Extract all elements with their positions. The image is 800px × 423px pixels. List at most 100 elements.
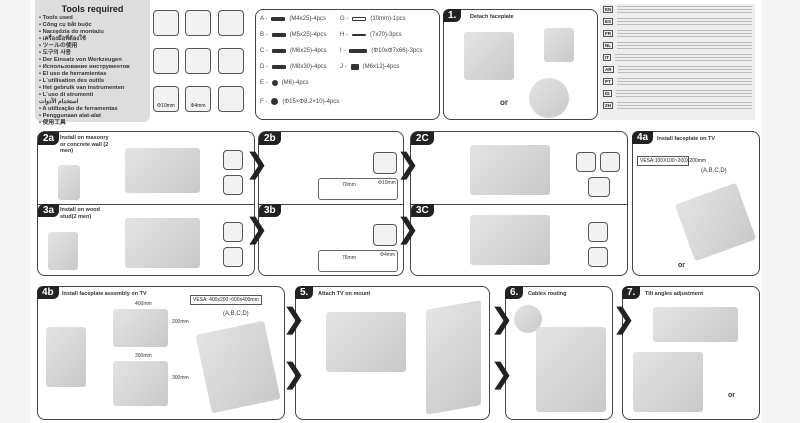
power-drill-icon [373,224,397,246]
step-number: 3a [38,204,60,217]
language-code: IT [603,54,611,61]
dimension-label: 400mm [135,301,152,307]
step-title: Install faceplate assembly on TV [62,291,147,297]
next-arrow-icon: ❯ [245,147,269,180]
mount-illustration [470,145,550,195]
tool-line: • ツールの使用 [39,43,78,49]
step-number: 3C [411,204,434,217]
language-code: AR [603,66,614,73]
language-code: FR [603,30,613,37]
level-icon [153,10,179,36]
drill-bit-label: Φ4mm [190,103,206,109]
drill-bit-label: Φ10mm [378,180,396,186]
step-number: 2a [38,132,60,145]
step-6-panel: 6. Cables routing [505,286,613,420]
dimension-label: 300mm [135,353,152,359]
language-code: EN [603,6,614,13]
tilt-illustration [653,307,738,342]
step-number: 7. [622,286,641,299]
drill-bit-label: Φ4mm [380,252,396,258]
power-drill-icon [218,86,244,112]
screw-parts-label: (A,B,C,D) [223,311,249,317]
step-number: 6. [505,286,524,299]
tool-line: • L`utilisation des outils [39,78,105,84]
tv-back-illustration [195,320,281,414]
tool-line: • Narzędzia do montażu [39,29,104,35]
or-label: or [728,392,735,399]
step-number: 3b [259,204,281,217]
tool-line: • A utilização de ferramentas [39,106,118,112]
language-code: NL [603,42,613,49]
language-code: ZH [603,102,613,109]
part-f: F -(Φ15×Φ8.2×10)-4pcs [260,98,340,105]
tool-line: • El uso de herramientas [39,71,107,77]
step-title: Attach TV on mount [318,291,371,297]
next-arrow-icon: ❯ [612,302,636,335]
part-a: A -(M4x25)-4pcs [260,16,327,22]
next-arrow-icon: ❯ [396,212,420,245]
part-i: I -(Φ10xΦ7x66)-3pcs [340,48,423,54]
next-arrow-icon: ❯ [245,212,269,245]
tool-line: • Công cụ bắt buộc [39,22,92,28]
step-4b-panel: 4b Install faceplate assembly on TV 400m… [37,286,285,420]
step-number: 2C [411,132,434,145]
brick-wall-icon [58,165,80,200]
pencil-icon [223,222,243,242]
wrench-icon [218,10,244,36]
screw-icon [600,152,620,172]
socket-wrench-icon [576,152,596,172]
step-1-panel: 1. Detach faceplate or [443,9,598,120]
next-arrow-icon: ❯ [490,357,514,390]
step-number: 2b [259,132,281,145]
drill-depth-label: 70mm [342,182,356,188]
bolt-icon [588,177,610,197]
language-notice-panel: EN ES FR NL IT AR PT ID ZH [600,4,755,120]
pencil-icon [223,150,243,170]
step-title: Cables routing [528,291,567,297]
next-arrow-icon: ❯ [282,357,306,390]
vesa-label: VESA:100X100~200X200mm [637,156,706,166]
part-e: E -(M6)-4pcs [260,80,309,86]
mount-illustration [125,148,200,193]
tv-illustration [426,300,481,415]
step-number: 1. [443,9,462,22]
tool-line: • Der Einsatz von Werkzeugen [39,57,122,63]
language-code: ID [603,90,612,97]
detail-circle-illustration [529,78,569,118]
wood-stud-icon [48,232,78,270]
step-5-panel: 5. Attach TV on mount [295,286,490,420]
step-4a-panel: 4a Install faceplate on TV VESA:100X100~… [632,131,760,276]
faceplate-illustration [544,28,574,62]
screw-icon [588,247,608,267]
bolt-icon [223,247,243,267]
step-title: Install faceplate on TV [657,136,716,142]
part-g: G -(10mm)-1pcs [340,16,406,22]
step-number: 4b [37,286,59,299]
mount-illustration [125,218,200,268]
next-arrow-icon: ❯ [282,302,306,335]
socket-wrench-icon [218,48,244,74]
parts-list: A -(M4x25)-4pcs B -(M5x25)-4pcs C -(M6x2… [255,9,440,120]
drill-bit-10mm-icon: Φ10mm [153,86,179,112]
step-title: Tilt angles adjustment [645,291,703,297]
faceplate-illustration [113,361,168,406]
tool-line: • Penggunaan alat-alat [39,113,101,119]
vesa-label: VESA: 400x200~600x400mm [190,295,262,305]
tools-required-panel: Tools required • Tools used • Công cụ bắ… [35,0,150,126]
tool-line: • L`uso di strumenti [39,92,94,98]
dimension-label: 300mm [172,375,189,381]
screw-parts-label: (A,B,C,D) [701,168,727,174]
tv-back-illustration [674,182,757,262]
part-c: C -(M6x25)-4pcs [260,48,327,54]
next-arrow-icon: ❯ [396,147,420,180]
language-code: ES [603,18,614,25]
mount-illustration [470,215,550,265]
bolt-icon [223,175,243,195]
part-j: J -(M6x12)-4pcs [340,64,400,70]
tools-title: Tools required [61,4,124,14]
step-number: 4a [632,131,654,144]
mount-arm-illustration [464,32,514,80]
tool-line: • เครื่องมือที่ต้องใช้ [39,36,86,42]
cable-routing-illustration [536,327,606,412]
tool-line: • Het gebruik van instrumenten [39,85,125,91]
